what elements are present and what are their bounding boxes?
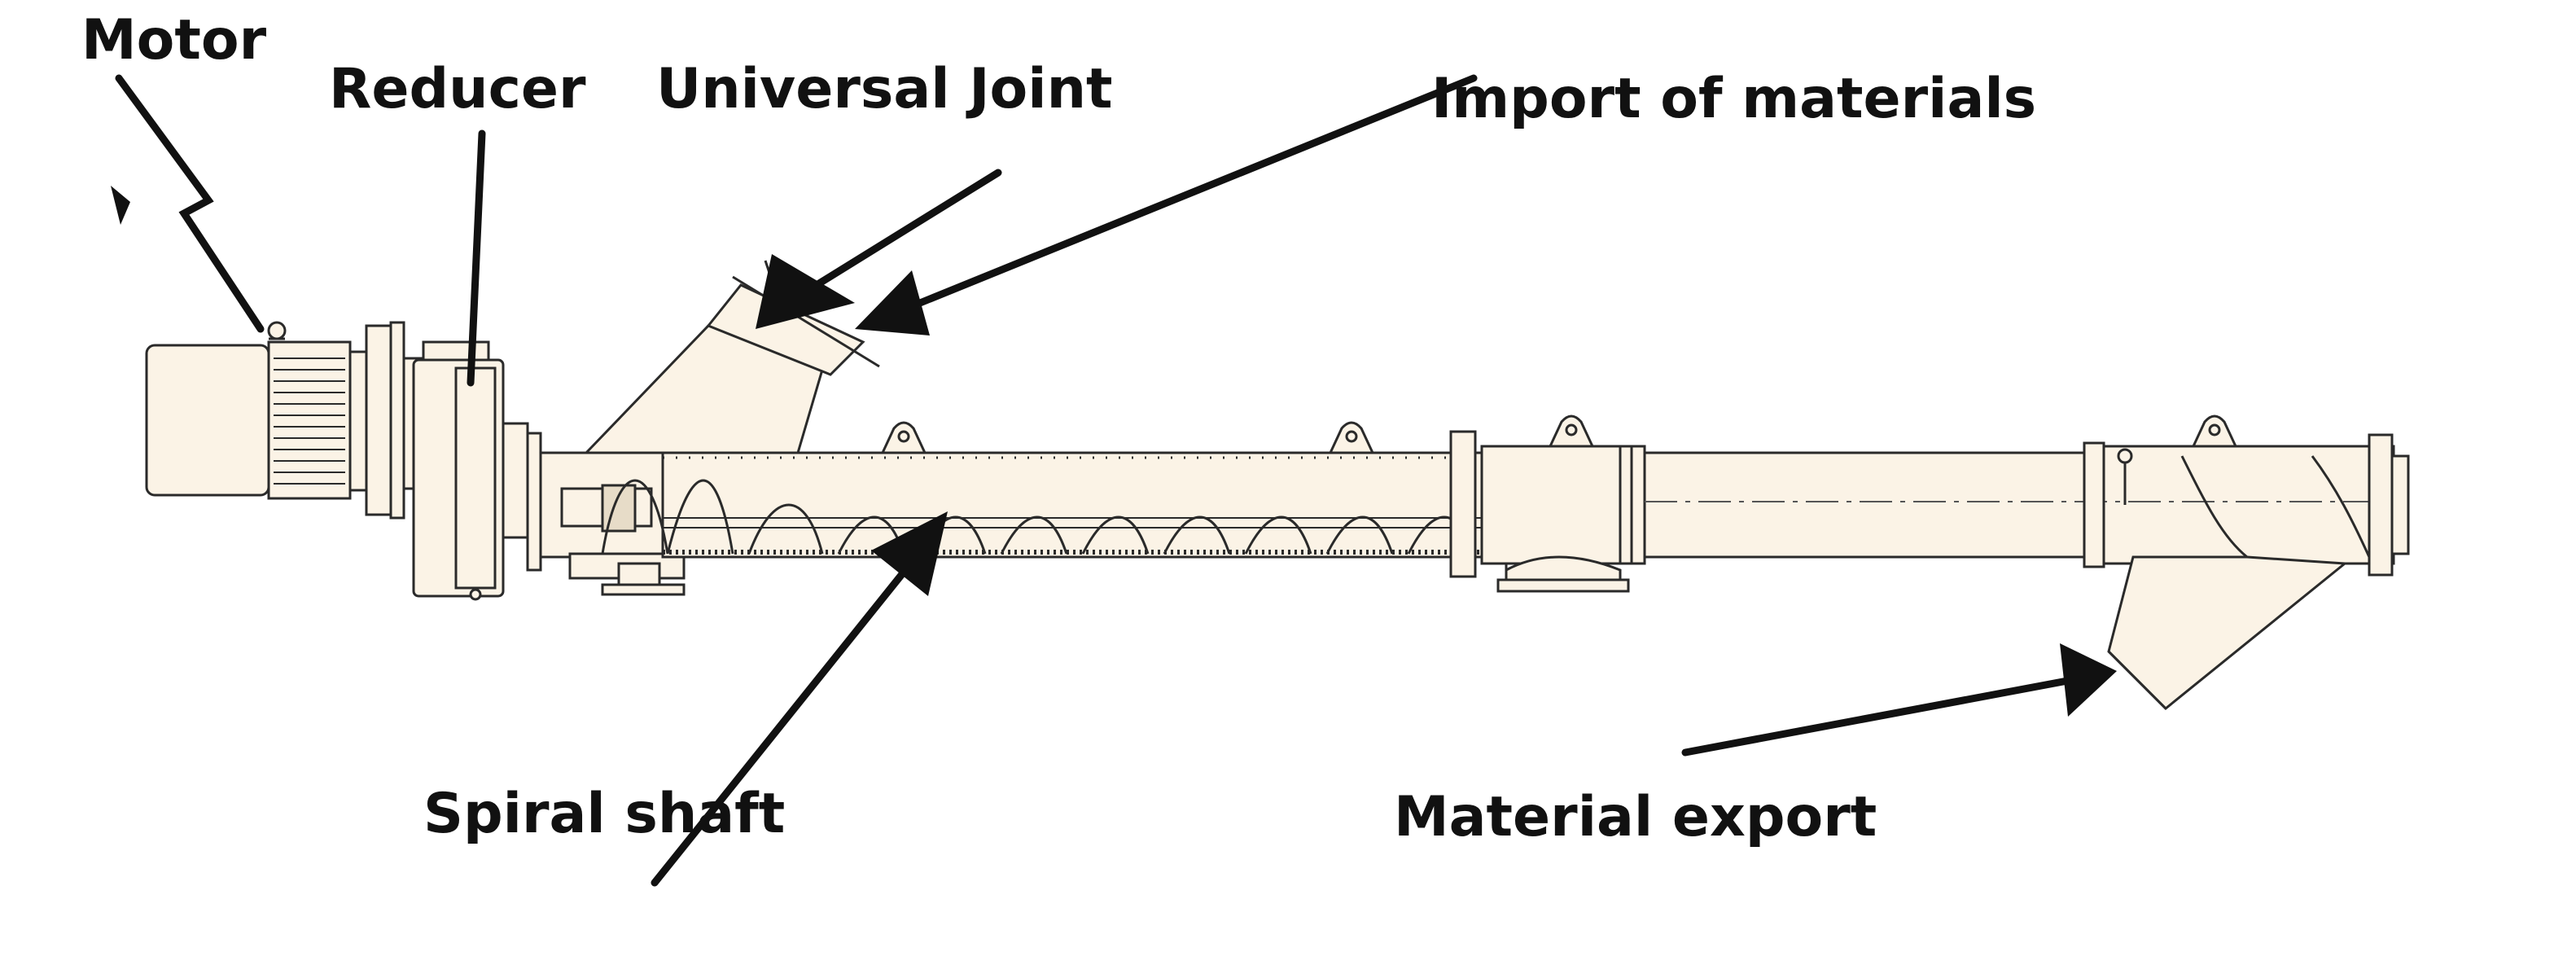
spiral-callout-line — [651, 558, 916, 887]
reducer-body — [365, 321, 542, 601]
reducer-callout-line — [467, 129, 486, 387]
spiral-shaft-label: Spiral shaft — [423, 782, 786, 846]
export-arrow-head — [2060, 643, 2117, 717]
material-export-label: Material export — [1394, 785, 1877, 849]
callout-arrows — [115, 74, 2080, 887]
import-arrow-head — [855, 270, 930, 336]
shaft — [663, 517, 1482, 529]
joint-arrow-head — [756, 254, 855, 329]
import-label: Import of materials — [1431, 67, 2037, 131]
motor-arrow-head — [111, 186, 130, 225]
outlet-chute — [2107, 448, 2371, 711]
universal-joint-label: Universal Joint — [656, 57, 1113, 121]
middle-support — [1496, 555, 1630, 593]
lifting-lugs — [880, 415, 2238, 454]
motor-label: Motor — [81, 8, 267, 72]
joint-callout-line — [802, 169, 1002, 296]
spiral-arrow-head — [871, 511, 948, 596]
motor-body — [145, 321, 368, 500]
tube-flanges — [1449, 430, 2410, 578]
motor-callout-line — [115, 74, 265, 333]
import-callout-line — [916, 74, 1478, 307]
export-callout-line — [1681, 675, 2080, 757]
arrow-heads — [111, 186, 2117, 717]
coupling-housing — [539, 451, 686, 596]
inlet-chute — [583, 260, 880, 454]
reducer-label: Reducer — [329, 57, 586, 121]
